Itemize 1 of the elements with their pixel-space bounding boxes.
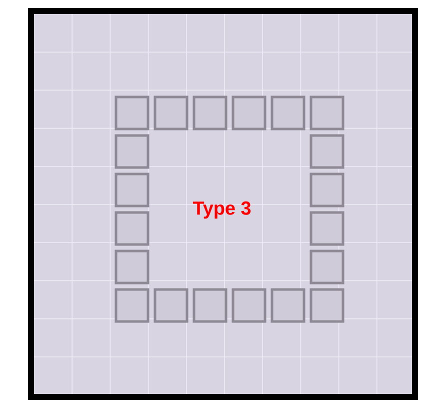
type-label: Type 3 [192, 201, 251, 219]
